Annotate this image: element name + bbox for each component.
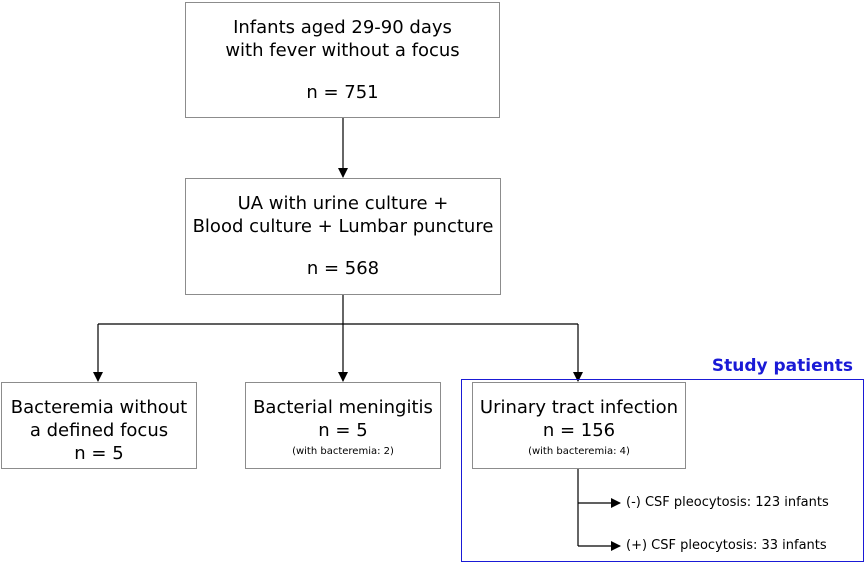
uti-line1: Urinary tract infection: [479, 397, 679, 418]
initial-line1: Infants aged 29-90 days: [233, 17, 452, 38]
tests-count: n = 568: [306, 258, 380, 279]
box-bacteremia: Bacteremia without a defined focus n = 5: [1, 382, 197, 469]
box-meningitis: Bacterial meningitis n = 5 (with bactere…: [245, 382, 441, 469]
tests-line1: UA with urine culture +: [237, 193, 449, 214]
meningitis-line1: Bacterial meningitis: [253, 397, 433, 418]
meningitis-note: (with bacteremia: 2): [292, 446, 394, 457]
initial-count: n = 751: [306, 82, 379, 103]
box-uti: Urinary tract infection n = 156 (with ba…: [472, 382, 686, 469]
positive-pleocytosis-text: (+) CSF pleocytosis: 33 infants: [626, 538, 827, 553]
bacteremia-line1: Bacteremia without: [10, 397, 188, 418]
initial-line2: with fever without a focus: [225, 40, 460, 61]
bacteremia-line2: a defined focus: [29, 420, 169, 441]
bacteremia-count: n = 5: [74, 443, 124, 464]
box-tests: UA with urine culture + Blood culture + …: [185, 178, 501, 295]
uti-note: (with bacteremia: 4): [528, 446, 630, 457]
uti-count: n = 156: [542, 420, 616, 441]
tests-line2: Blood culture + Lumbar puncture: [192, 216, 494, 237]
box-initial-cohort: Infants aged 29-90 days with fever witho…: [185, 2, 500, 118]
study-patients-label: Study patients: [711, 356, 853, 376]
study-patients-frame: [461, 379, 864, 562]
meningitis-count: n = 5: [318, 420, 368, 441]
negative-pleocytosis-text: (-) CSF pleocytosis: 123 infants: [626, 495, 829, 510]
